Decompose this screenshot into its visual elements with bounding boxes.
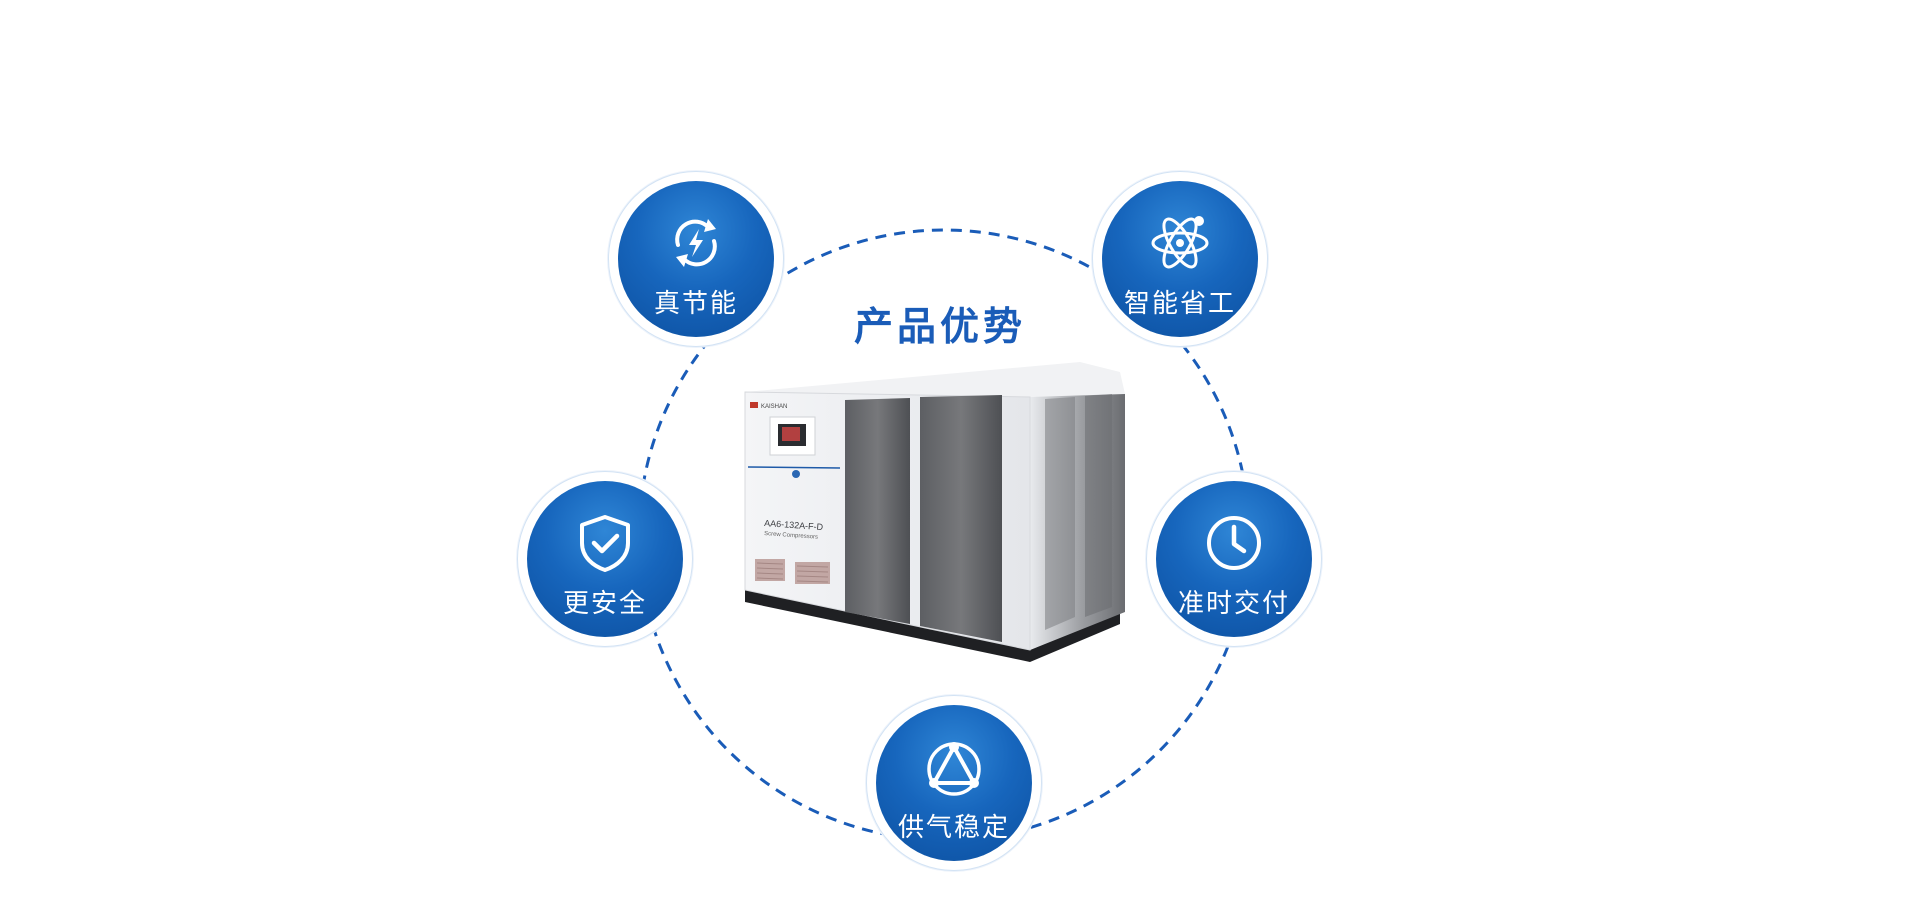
feature-disc: 更安全 <box>527 481 683 637</box>
model-label: AA6-132A-F-D <box>764 518 824 532</box>
brand-label: KAISHAN <box>761 404 787 410</box>
compressor-product-image: KAISHAN AA6-132A-F-D Screw Compressors <box>744 362 1125 662</box>
model-subtitle: Screw Compressors <box>764 531 818 541</box>
feature-disc: 智能省工 <box>1102 181 1258 337</box>
feature-label: 准时交付 <box>1177 589 1290 619</box>
feature-label: 真节能 <box>653 289 738 319</box>
feature-label: 供气稳定 <box>897 813 1010 843</box>
feature-smart-labor: 智能省工 <box>1092 171 1268 347</box>
feature-disc: 准时交付 <box>1156 481 1312 637</box>
stable-triangle-icon <box>927 742 981 796</box>
clock-icon <box>1207 516 1261 570</box>
feature-safer: 更安全 <box>517 471 693 647</box>
feature-energy-saving: 真节能 <box>608 171 784 347</box>
energy-cycle-icon <box>675 219 717 267</box>
feature-label: 更安全 <box>562 589 647 619</box>
feature-disc: 真节能 <box>618 181 774 337</box>
feature-label: 智能省工 <box>1123 289 1236 319</box>
feature-on-time-delivery: 准时交付 <box>1146 471 1322 647</box>
feature-disc: 供气稳定 <box>876 705 1032 861</box>
shield-check-icon <box>580 515 630 572</box>
atom-icon <box>1151 216 1209 269</box>
section-title: 产品优势 <box>853 305 1026 350</box>
feature-stable-supply: 供气稳定 <box>866 695 1042 871</box>
